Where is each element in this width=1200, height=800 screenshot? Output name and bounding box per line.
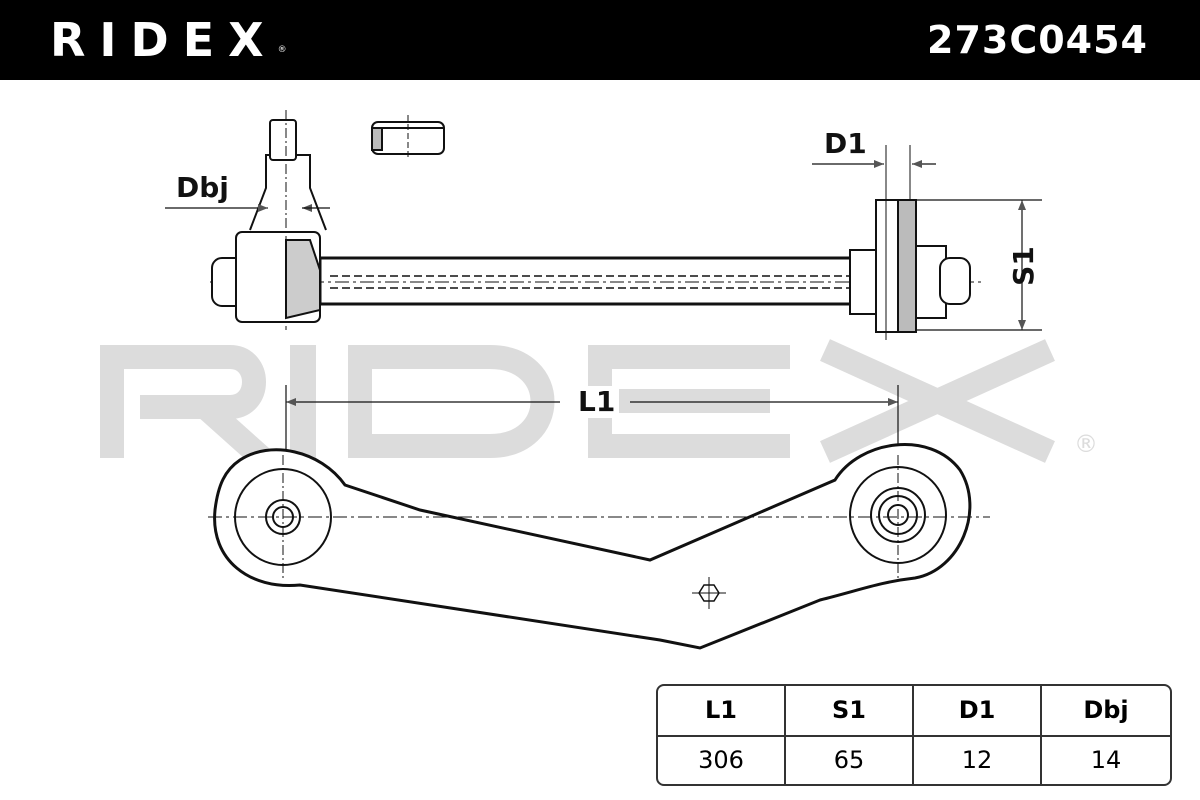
header-cell: S1: [786, 686, 914, 737]
value-cell: 306: [658, 736, 786, 784]
header-cell: Dbj: [1042, 686, 1170, 737]
brand-logo: RIDEX: [50, 13, 278, 67]
watermark-registered-mark: ®: [1074, 430, 1098, 458]
l1-label: L1: [574, 386, 620, 418]
value-cell: 65: [786, 736, 914, 784]
registered-mark: ®: [277, 45, 287, 55]
header-cell: D1: [914, 686, 1042, 737]
header-cell: L1: [658, 686, 786, 737]
value-cell: 12: [914, 736, 1042, 784]
spec-table: L1 S1 D1 Dbj 306 65 12 14: [656, 684, 1172, 786]
top-view: [208, 443, 990, 650]
table-row: 306 65 12 14: [658, 736, 1170, 784]
d1-label: D1: [824, 127, 867, 160]
watermark-letter-x: [820, 339, 1055, 463]
s1-label: S1: [1006, 246, 1040, 286]
brand: RIDEX ®: [50, 14, 287, 66]
watermark-letter-r: [100, 345, 271, 467]
header-bar: RIDEX ® 273C0454: [0, 0, 1200, 80]
value-cell: 14: [1090, 746, 1122, 775]
l1-dimension: [285, 385, 899, 450]
table-header-row: L1 S1 D1 Dbj: [658, 686, 1170, 737]
dbj-label: Dbj: [176, 171, 229, 204]
side-view: [165, 110, 1042, 340]
part-number: 273C0454: [927, 18, 1148, 62]
